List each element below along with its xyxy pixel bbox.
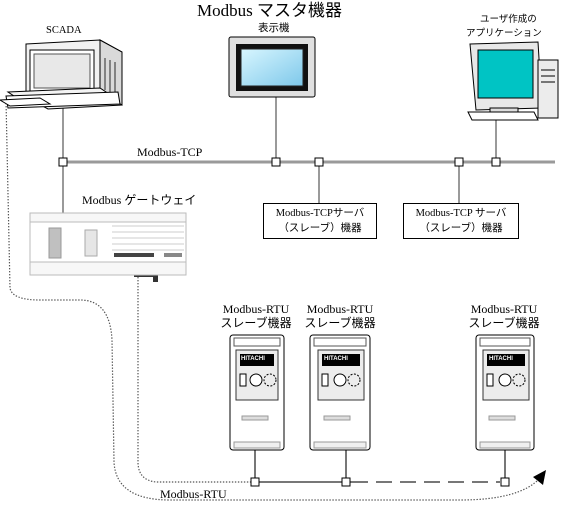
rtu-junction-3 <box>500 477 510 487</box>
cable-arrow-head <box>533 470 546 485</box>
gateway-label: Modbus ゲートウェイ <box>82 193 197 207</box>
tcp-server-2-line1: Modbus-TCP サーバ <box>415 208 507 219</box>
inverter-3-brand: HITACHI <box>489 356 513 362</box>
inverter-rtu-3 <box>475 334 535 451</box>
rtu-slave-3-line1: Modbus-RTU <box>470 302 538 316</box>
tcp-server-1-line1: Modbus-TCPサーバ <box>275 208 365 219</box>
tcp-server-1-box: Modbus-TCPサーバ （スレーブ）機器 <box>263 203 377 240</box>
tcp-bus-label: Modbus-TCP <box>137 145 203 159</box>
gateway-plc <box>29 212 187 276</box>
tcp-server-2-box: Modbus-TCP サーバ （スレーブ）機器 <box>403 203 519 240</box>
rtu-slave-1-line2: スレーブ機器 <box>220 316 292 331</box>
rtu-junction-1 <box>250 477 260 487</box>
tcp-junction-user-app <box>491 157 501 167</box>
user-app-label-line1: ユーザ作成の <box>480 15 537 25</box>
tcp-server-1-line2: （スレーブ）機器 <box>278 223 362 235</box>
display-label: 表示機 <box>258 23 290 34</box>
tcp-server-2-line2: （スレーブ）機器 <box>419 223 503 235</box>
display-monitor <box>228 36 316 98</box>
diagram-title: Modbus マスタ機器 <box>197 1 342 20</box>
rtu-bus-label: Modbus-RTU <box>160 487 227 501</box>
rtu-slave-3-line2: スレーブ機器 <box>468 316 540 331</box>
scada-computer <box>0 39 123 110</box>
rtu-slave-1-line1: Modbus-RTU <box>222 302 290 316</box>
tcp-junction-display <box>271 157 281 167</box>
scada-serial-cable <box>5 99 541 501</box>
inverter-2-brand: HITACHI <box>324 356 348 362</box>
rtu-slave-2-line1: Modbus-RTU <box>306 302 374 316</box>
rtu-slave-2-line2: スレーブ機器 <box>304 316 376 331</box>
rtu-slave-1-label: Modbus-RTU スレーブ機器 <box>214 302 298 331</box>
rtu-slave-3-label: Modbus-RTU スレーブ機器 <box>462 302 546 331</box>
user-app-computer <box>467 41 559 121</box>
user-app-label-line2: アプリケーション <box>466 29 542 39</box>
scada-label: SCADA <box>46 25 82 36</box>
rtu-slave-2-label: Modbus-RTU スレーブ機器 <box>298 302 382 331</box>
rtu-junction-2 <box>341 477 351 487</box>
inverter-rtu-1 <box>229 334 285 451</box>
inverter-rtu-2 <box>309 334 371 451</box>
gateway-rtu-port-end <box>153 274 158 282</box>
inverter-1-brand: HITACHI <box>241 356 265 362</box>
tcp-junction-server-2 <box>454 157 464 167</box>
tcp-junction-scada <box>58 157 68 167</box>
tcp-junction-server-1 <box>314 157 324 167</box>
